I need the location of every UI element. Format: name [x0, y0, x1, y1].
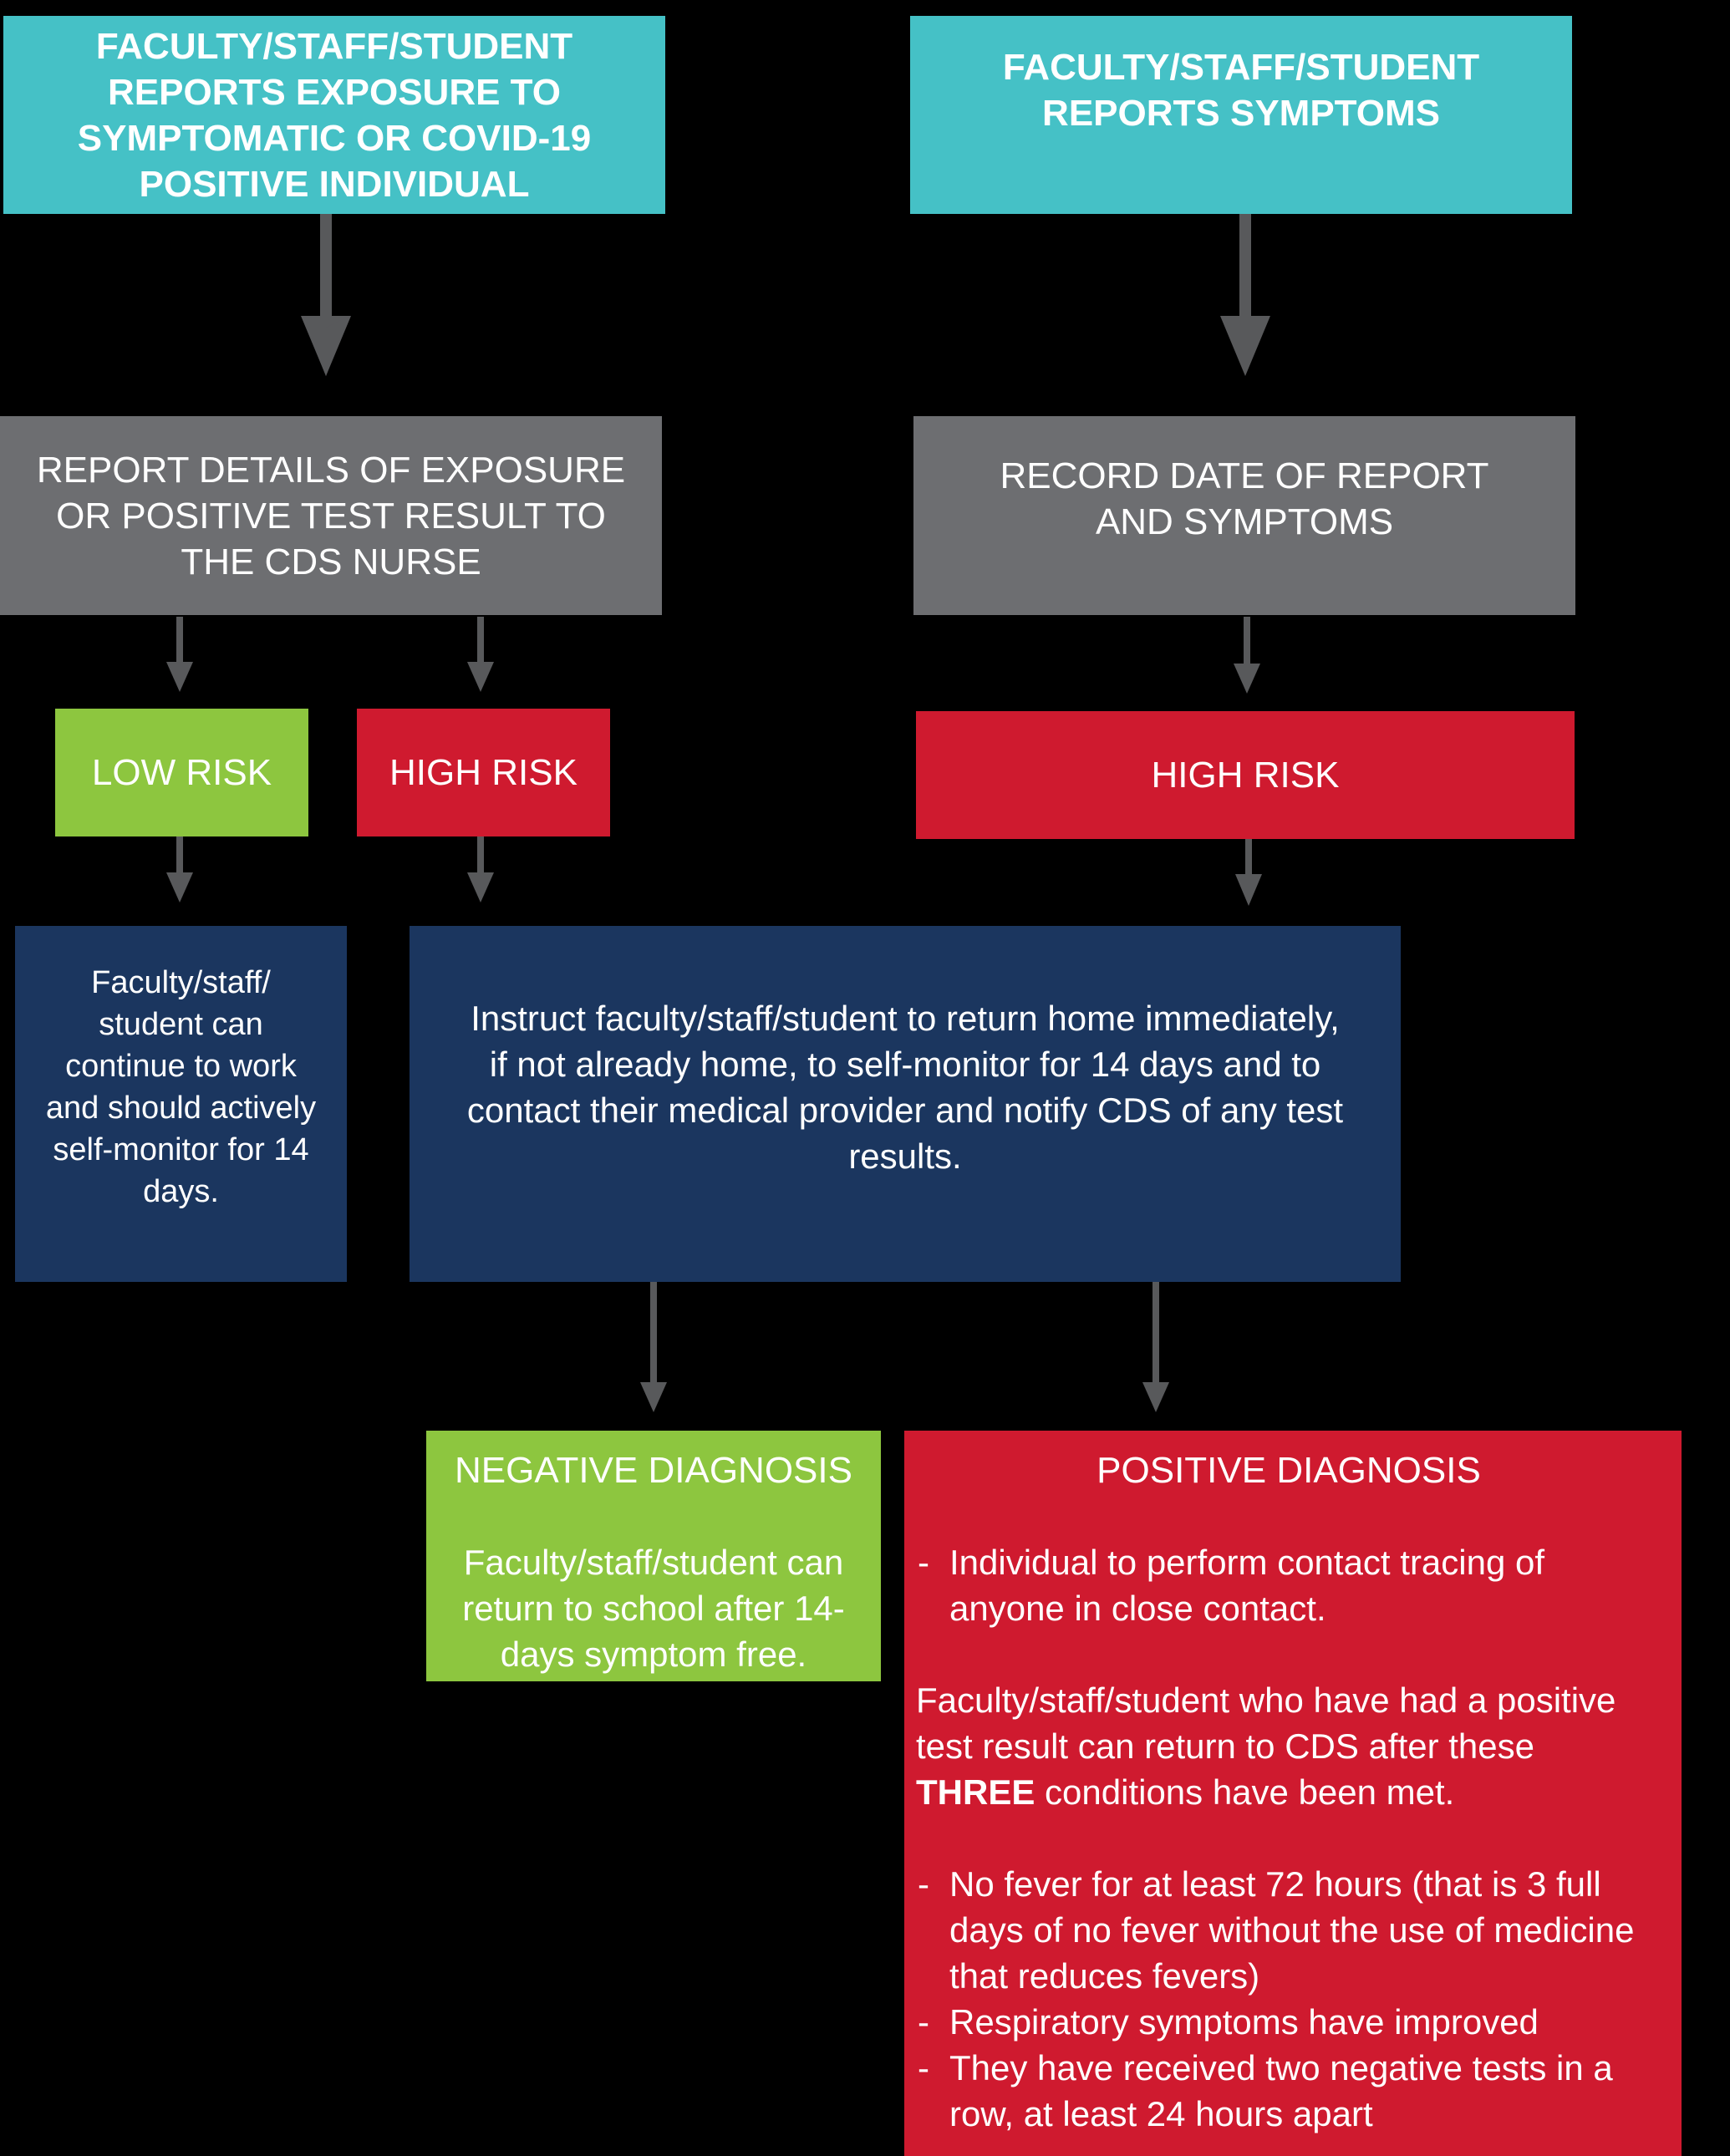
positive-first-list: Individual to perform contact tracing of… — [916, 1539, 1661, 1631]
arrow-to-positive — [1142, 1282, 1169, 1412]
negative-diagnosis-title: NEGATIVE DIAGNOSIS — [455, 1450, 852, 1491]
arrow-record-to-high-risk — [1234, 617, 1260, 694]
arrow-high-risk-right-to-instruction — [1235, 839, 1262, 906]
high-risk-instruction-box: Instruct faculty/staff/student to return… — [410, 926, 1401, 1282]
positive-first-item: Individual to perform contact tracing of… — [916, 1539, 1661, 1631]
arrow-low-risk-to-instruction — [166, 836, 193, 903]
positive-diagnosis-box: POSITIVE DIAGNOSIS Individual to perform… — [904, 1431, 1682, 2156]
low-risk-box: LOW RISK — [55, 709, 308, 836]
arrow-high-risk-to-instruction — [467, 836, 494, 903]
symptoms-report-text: FACULTY/STAFF/STUDENT REPORTS SYMPTOMS — [1002, 46, 1480, 134]
positive-paragraph-before: Faculty/staff/student who have had a pos… — [916, 1681, 1616, 1766]
arrow-exposure-to-report — [301, 214, 351, 376]
positive-condition-item: They have received two negative tests in… — [916, 2045, 1661, 2137]
positive-diagnosis-title: POSITIVE DIAGNOSIS — [1097, 1450, 1481, 1491]
report-details-box: REPORT DETAILS OF EXPOSURE OR POSITIVE T… — [0, 416, 662, 615]
report-details-text: REPORT DETAILS OF EXPOSURE OR POSITIVE T… — [36, 449, 626, 582]
high-risk-right-label: HIGH RISK — [1151, 755, 1340, 796]
positive-conditions-list: No fever for at least 72 hours (that is … — [916, 1861, 1661, 2137]
high-risk-right-box: HIGH RISK — [916, 711, 1575, 839]
positive-paragraph-bold: THREE — [916, 1772, 1035, 1812]
symptoms-report-box: FACULTY/STAFF/STUDENT REPORTS SYMPTOMS — [910, 16, 1572, 214]
positive-condition-item: Respiratory symptoms have improved — [916, 1999, 1661, 2045]
arrow-symptoms-to-record — [1220, 214, 1270, 376]
low-risk-instruction-box: Faculty/staff/ student can continue to w… — [15, 926, 347, 1282]
positive-paragraph: Faculty/staff/student who have had a pos… — [916, 1677, 1661, 1815]
arrow-report-to-low-risk — [166, 617, 193, 692]
record-date-text: RECORD DATE OF REPORT AND SYMPTOMS — [1000, 455, 1489, 542]
positive-paragraph-after: conditions have been met. — [1045, 1772, 1455, 1812]
negative-diagnosis-text: Faculty/staff/student can return to scho… — [462, 1543, 845, 1674]
record-date-box: RECORD DATE OF REPORT AND SYMPTOMS — [913, 416, 1575, 615]
high-risk-left-box: HIGH RISK — [357, 709, 610, 836]
arrow-report-to-high-risk — [467, 617, 494, 692]
negative-diagnosis-box: NEGATIVE DIAGNOSIS Faculty/staff/student… — [426, 1431, 881, 1681]
low-risk-label: LOW RISK — [91, 752, 272, 793]
low-risk-instruction-text: Faculty/staff/ student can continue to w… — [45, 965, 317, 1209]
exposure-report-box: FACULTY/STAFF/STUDENT REPORTS EXPOSURE T… — [3, 16, 665, 214]
positive-condition-item: No fever for at least 72 hours (that is … — [916, 1861, 1661, 1999]
high-risk-left-label: HIGH RISK — [389, 752, 578, 793]
arrow-to-negative — [640, 1282, 667, 1412]
exposure-report-text: FACULTY/STAFF/STUDENT REPORTS EXPOSURE T… — [77, 25, 592, 205]
high-risk-instruction-text: Instruct faculty/staff/student to return… — [466, 999, 1344, 1176]
